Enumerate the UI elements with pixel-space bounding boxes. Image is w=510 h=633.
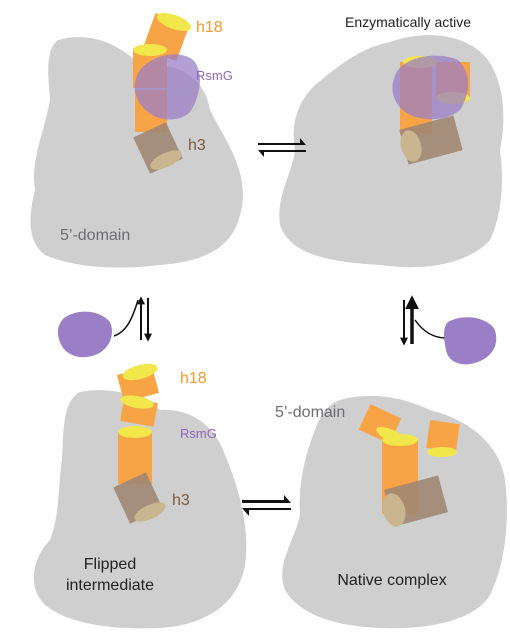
label-domain-top-left: 5’-domain <box>60 227 130 244</box>
label-rsmg-bottom-left: RsmG <box>180 426 217 441</box>
panel-top-right: Enzymatically active <box>279 14 503 267</box>
label-h3-top-left: h3 <box>188 137 206 154</box>
caption-bottom-right: Native complex <box>337 572 446 589</box>
panel-bottom-left: h18 RsmG h3 Flipped intermediate <box>34 361 247 629</box>
binding-arrows-left <box>114 298 148 340</box>
label-h3-bottom-left: h3 <box>172 492 190 509</box>
title-top-right: Enzymatically active <box>345 14 471 30</box>
panel-bottom-right: 5’-domain Native complex <box>275 396 507 628</box>
label-h18-bottom-left: h18 <box>180 370 207 387</box>
panel-top-left: h18 RsmG h3 5’-domain <box>31 9 243 267</box>
label-domain-bottom-right: 5’-domain <box>275 404 345 421</box>
binding-arrows-right <box>404 298 446 344</box>
label-rsmg-top-left: RsmG <box>196 68 233 83</box>
rsmg-free-right <box>444 317 496 364</box>
rsmg-free-left <box>58 312 112 358</box>
caption-line1-bottom-left: Flipped <box>84 556 136 573</box>
rsmg-protein-top-right <box>392 56 468 120</box>
caption-line2-bottom-left: intermediate <box>66 577 154 594</box>
label-h18-top-left: h18 <box>196 19 223 36</box>
equilibrium-arrows-bottom <box>242 495 291 516</box>
